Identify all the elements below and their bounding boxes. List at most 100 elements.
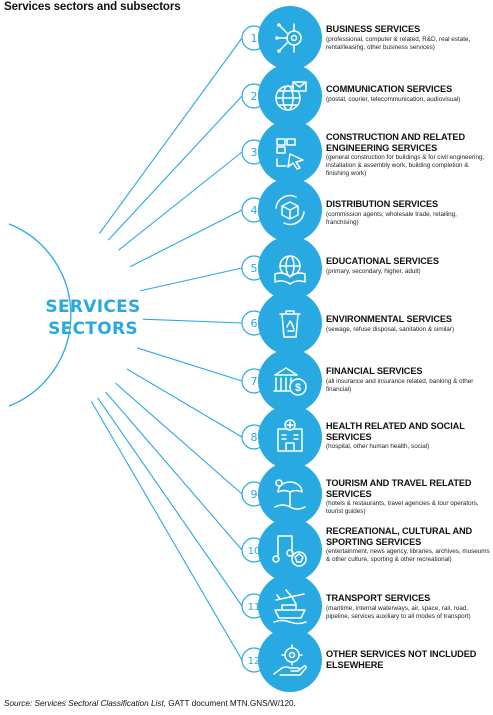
center-circle-arc bbox=[8, 223, 72, 407]
sector-number: 7 bbox=[251, 375, 258, 388]
source-title: Services Sectoral Classification List, bbox=[34, 699, 167, 708]
sector-title: TOURISM AND TRAVEL RELATED SERVICES bbox=[326, 478, 472, 499]
center-label: SERVICES SECTORS bbox=[28, 296, 158, 340]
sector-item: CONSTRUCTION AND RELATED ENGINEERING SER… bbox=[326, 132, 491, 178]
sector-description: (general construction for buildings & fo… bbox=[326, 154, 485, 178]
sector-item: EDUCATIONAL SERVICES(primary, secondary,… bbox=[326, 256, 491, 276]
sector-item: DISTRIBUTION SERVICES(commission agents,… bbox=[326, 199, 491, 227]
sector-title: ENVIRONMENTAL SERVICES bbox=[326, 314, 452, 324]
connector-line bbox=[137, 347, 243, 382]
sector-node: 2 bbox=[241, 64, 322, 128]
sector-item: COMMUNICATION SERVICES(postal, courier, … bbox=[326, 84, 491, 104]
sector-title: DISTRIBUTION SERVICES bbox=[326, 199, 439, 209]
sector-node: 7$ bbox=[241, 349, 322, 413]
icon-circle bbox=[258, 120, 322, 184]
book-globe-icon bbox=[274, 255, 306, 285]
sector-item: HEALTH RELATED AND SOCIAL SERVICES(hospi… bbox=[326, 421, 491, 451]
sector-node: 10 bbox=[241, 518, 322, 582]
sector-title: FINANCIAL SERVICES bbox=[326, 366, 423, 376]
sector-description: (all insurance and insurance related, ba… bbox=[326, 377, 474, 393]
sector-title: TRANSPORT SERVICES bbox=[326, 593, 431, 603]
connector-line bbox=[115, 382, 243, 495]
icon-circle bbox=[258, 405, 322, 469]
svg-text:$: $ bbox=[295, 382, 301, 394]
sector-description: (professional, computer & related, R&D, … bbox=[326, 35, 471, 51]
hospital-icon bbox=[277, 419, 303, 452]
sector-description: (entertainment, news agency, libraries, … bbox=[326, 548, 490, 564]
sector-description: (postal, courier, telecommunication, aud… bbox=[326, 95, 461, 103]
plane-ship-icon bbox=[273, 589, 307, 625]
construction-icon bbox=[276, 138, 304, 170]
sector-number: 4 bbox=[251, 204, 258, 217]
sector-item: TRANSPORT SERVICES(maritime, internal wa… bbox=[326, 593, 491, 621]
page-title: Services sectors and subsectors bbox=[4, 1, 181, 13]
connector-line bbox=[105, 391, 243, 551]
box-cycle-icon bbox=[275, 194, 305, 226]
center-label-line1: SERVICES bbox=[45, 297, 141, 317]
icon-circle bbox=[258, 628, 322, 692]
connector-line bbox=[97, 397, 243, 607]
sector-description: (maritime, internal waterways, air, spac… bbox=[326, 604, 471, 620]
sector-node: 12 bbox=[241, 628, 322, 692]
sector-item: FINANCIAL SERVICES(all insurance and ins… bbox=[326, 366, 491, 394]
icon-circle bbox=[258, 64, 322, 128]
connector-lines bbox=[90, 37, 266, 661]
icon-circle bbox=[258, 6, 322, 70]
connector-line bbox=[118, 151, 243, 251]
sector-description: (hospital, other human health, social) bbox=[326, 443, 430, 451]
sector-description: (primary, secondary, higher, adult) bbox=[326, 267, 421, 275]
sector-title: EDUCATIONAL SERVICES bbox=[326, 256, 439, 266]
icon-circle bbox=[258, 236, 322, 300]
source-rest: GATT document MTN.GNS/W/120. bbox=[168, 699, 296, 708]
music-sport-icon bbox=[272, 535, 307, 567]
bank-dollar-icon: $ bbox=[273, 367, 307, 396]
sector-title: BUSINESS SERVICES bbox=[326, 24, 421, 34]
sector-number: 10 bbox=[248, 546, 261, 557]
sector-title: RECREATIONAL, CULTURAL AND SPORTING SERV… bbox=[326, 526, 473, 547]
circuit-gear-icon bbox=[275, 23, 302, 53]
sector-description: (commission agents, wholesale trade, ret… bbox=[326, 210, 457, 226]
sector-number: 1 bbox=[251, 32, 258, 45]
sector-item: BUSINESS SERVICES(professional, computer… bbox=[326, 24, 491, 52]
sector-node: 4 bbox=[241, 178, 322, 242]
sector-node: 1 bbox=[241, 6, 322, 70]
sector-item: TOURISM AND TRAVEL RELATED SERVICES(hote… bbox=[326, 478, 491, 516]
center-label-line2: SECTORS bbox=[48, 319, 138, 339]
sector-title: CONSTRUCTION AND RELATED ENGINEERING SER… bbox=[326, 132, 465, 153]
sector-node: 8 bbox=[241, 405, 322, 469]
hand-gear-icon bbox=[273, 644, 307, 676]
connector-line bbox=[126, 368, 243, 438]
source-label: Source: bbox=[4, 699, 33, 708]
sector-title: OTHER SERVICES NOT INCLUDED ELSEWHERE bbox=[326, 649, 477, 670]
source-note: Source: Services Sectoral Classification… bbox=[4, 699, 296, 708]
connector-line bbox=[129, 209, 243, 268]
sector-item: OTHER SERVICES NOT INCLUDED ELSEWHERE bbox=[326, 649, 491, 670]
sector-node: 3 bbox=[241, 120, 322, 184]
sector-number: 12 bbox=[248, 656, 261, 667]
sector-number: 9 bbox=[251, 488, 258, 501]
icon-circle bbox=[258, 349, 322, 413]
sector-node: 9 bbox=[241, 462, 322, 526]
connector-line bbox=[142, 318, 243, 324]
sector-number: 5 bbox=[251, 262, 258, 275]
icon-circle bbox=[258, 291, 322, 355]
connector-line bbox=[90, 401, 243, 661]
connector-line bbox=[139, 267, 243, 292]
globe-mail-icon bbox=[275, 81, 307, 111]
sector-node: 5 bbox=[241, 236, 322, 300]
sector-item: ENVIRONMENTAL SERVICES(sewage, refuse di… bbox=[326, 314, 491, 334]
connector-line bbox=[98, 37, 243, 234]
sector-number: 8 bbox=[251, 431, 258, 444]
sector-number: 3 bbox=[251, 146, 258, 159]
sector-number: 6 bbox=[251, 317, 258, 330]
sector-number: 2 bbox=[251, 90, 258, 103]
recycle-bin-icon bbox=[279, 310, 301, 338]
sector-description: (sewage, refuse disposal, sanitation & s… bbox=[326, 325, 455, 333]
sector-node: 11 bbox=[241, 574, 322, 638]
sector-number: 11 bbox=[248, 602, 261, 613]
connector-line bbox=[107, 95, 243, 241]
sector-title: HEALTH RELATED AND SOCIAL SERVICES bbox=[326, 421, 465, 442]
sector-node: 6 bbox=[241, 291, 322, 355]
